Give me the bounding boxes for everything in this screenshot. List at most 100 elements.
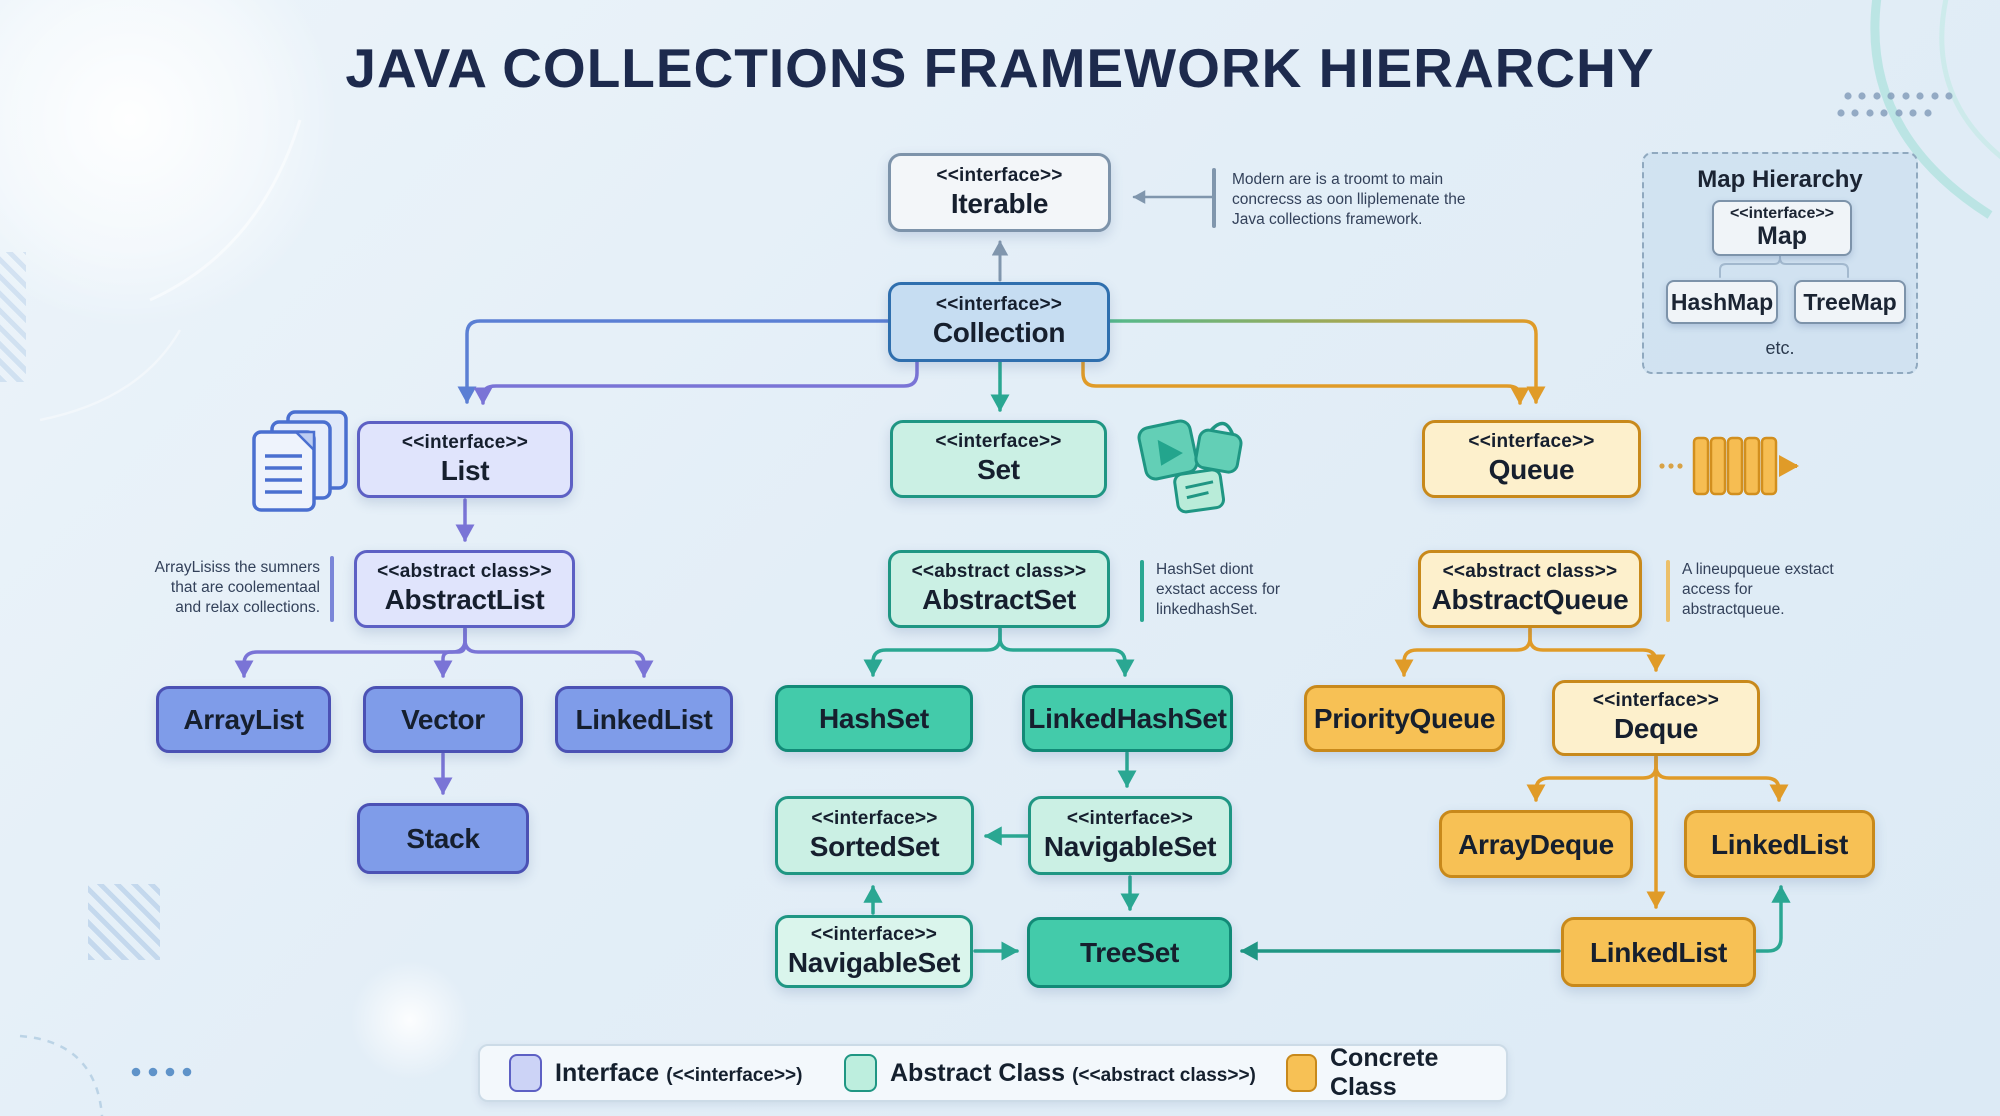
legend-item-abstract: Abstract Class(<<abstract class>>) xyxy=(844,1046,1256,1100)
documents-icon xyxy=(252,410,348,512)
node-linkedhashset: LinkedHashSet xyxy=(1022,685,1233,752)
node-queue-stereotype: <<interface>> xyxy=(1468,431,1595,453)
node-abstractset-name: AbstractSet xyxy=(922,584,1076,616)
node-deque: <<interface>> Deque xyxy=(1552,680,1760,756)
node-hashset: HashSet xyxy=(775,685,973,752)
node-abstractqueue-name: AbstractQueue xyxy=(1431,584,1629,616)
node-queue: <<interface>> Queue xyxy=(1422,420,1641,498)
circuit-line xyxy=(149,119,302,302)
connector-linkedlistb-linkedlistr xyxy=(1755,885,1791,953)
node-linkedlist-bottom: LinkedList xyxy=(1561,917,1756,987)
node-map-stereotype: <<interface>> xyxy=(1729,205,1835,223)
list-note: ArrayLisiss the sumners that are cooleme… xyxy=(154,559,320,616)
node-sortedset-name: SortedSet xyxy=(809,830,940,862)
node-list-stereotype: <<interface>> xyxy=(401,431,529,453)
node-linkedlist-right-name: LinkedList xyxy=(1710,828,1848,860)
node-set-stereotype: <<interface>> xyxy=(935,431,1062,453)
node-linkedlist-right: LinkedList xyxy=(1684,810,1875,878)
node-iterable-name: Iterable xyxy=(950,187,1049,219)
node-vector: Vector xyxy=(363,686,523,753)
node-iterable: <<interface>> Iterable xyxy=(888,153,1111,232)
node-deque-stereotype: <<interface>> xyxy=(1592,690,1720,712)
node-abstractqueue: <<abstract class>> AbstractQueue xyxy=(1418,550,1642,628)
set-note: HashSet diont exstact access for linkedh… xyxy=(1156,561,1281,618)
dashed-arc xyxy=(19,1034,104,1116)
legend-swatch-interface xyxy=(509,1054,542,1092)
node-linkedlist-bottom-name: LinkedList xyxy=(1589,936,1727,968)
node-treemap: TreeMap xyxy=(1794,280,1906,324)
connector-collection-to-list-inner xyxy=(473,360,919,405)
connector-abstractlist-arraylist xyxy=(234,627,467,678)
hatch-decoration xyxy=(88,884,160,960)
node-collection-stereotype: <<interface>> xyxy=(935,294,1063,316)
node-navigableset-right-name: NavigableSet xyxy=(1043,830,1217,862)
corner-curve xyxy=(1870,0,1993,219)
node-deque-name: Deque xyxy=(1613,713,1699,745)
node-navigableset-bottom: <<interface>> NavigableSet xyxy=(775,915,973,988)
node-sortedset-stereotype: <<interface>> xyxy=(811,807,938,829)
connector-abstractlist-vector xyxy=(433,627,467,678)
node-stack: Stack xyxy=(357,803,529,874)
node-linkedlist-list: LinkedList xyxy=(555,686,733,753)
iterable-note: Modern are is a troomt to main concrecss… xyxy=(1232,171,1466,228)
node-hashmap: HashMap xyxy=(1666,280,1778,324)
map-hierarchy-panel: Map Hierarchy <<interface>> Map HashMap … xyxy=(1642,152,1918,374)
legend-suffix-abstract: (<<abstract class>>) xyxy=(1072,1064,1256,1086)
node-treeset: TreeSet xyxy=(1027,917,1232,988)
list-note-bar xyxy=(330,556,334,622)
connector-deque-arraydeque xyxy=(1526,755,1658,802)
node-navigableset-bottom-name: NavigableSet xyxy=(787,946,961,978)
node-set-name: Set xyxy=(977,454,1020,486)
legend-swatch-abstract xyxy=(844,1054,877,1092)
legend-item-concrete: Concrete Class xyxy=(1286,1044,1506,1101)
connector-collection-to-queue-inner xyxy=(1081,360,1530,405)
queue-note: A lineupqueue exstact access for abstrac… xyxy=(1682,561,1834,618)
connector-abstractqueue-priorityqueue xyxy=(1394,627,1532,677)
node-map: <<interface>> Map xyxy=(1712,200,1852,256)
node-iterable-stereotype: <<interface>> xyxy=(936,164,1063,186)
legend-item-interface: Interface (<<interface>>) xyxy=(509,1046,802,1100)
node-linkedhashset-name: LinkedHashSet xyxy=(1028,703,1227,735)
connector-collection-to-list-outer xyxy=(457,319,890,404)
legend-label-concrete: Concrete Class xyxy=(1330,1044,1439,1101)
node-priorityqueue-name: PriorityQueue xyxy=(1313,703,1496,735)
dot-row-bottom-left xyxy=(131,1067,192,1077)
corner-curve-thin xyxy=(1939,0,2000,160)
queue-note-bar xyxy=(1666,560,1670,622)
node-linkedlist-list-name: LinkedList xyxy=(575,704,713,736)
node-list-name: List xyxy=(440,454,490,486)
node-queue-name: Queue xyxy=(1488,454,1575,486)
node-arraylist-name: ArrayList xyxy=(183,704,304,736)
node-abstractlist: <<abstract class>> AbstractList xyxy=(354,550,575,628)
node-treeset-name: TreeSet xyxy=(1079,937,1180,969)
node-abstractlist-stereotype: <<abstract class>> xyxy=(377,561,552,583)
legend-label-interface: Interface xyxy=(555,1058,660,1087)
connector-abstractlist-linkedlist xyxy=(463,627,654,678)
node-set: <<interface>> Set xyxy=(890,420,1107,498)
node-sortedset: <<interface>> SortedSet xyxy=(775,796,974,875)
node-collection-name: Collection xyxy=(932,317,1066,349)
node-arraylist: ArrayList xyxy=(156,686,331,753)
legend-suffix-interface: (<<interface>>) xyxy=(666,1064,803,1086)
legend-swatch-concrete xyxy=(1286,1054,1317,1092)
set-objects-icon xyxy=(1137,419,1243,514)
node-vector-name: Vector xyxy=(401,704,485,736)
hatch-decoration-left xyxy=(0,252,26,382)
node-abstractset: <<abstract class>> AbstractSet xyxy=(888,550,1110,628)
node-stack-name: Stack xyxy=(406,823,480,855)
node-hashset-name: HashSet xyxy=(819,703,929,735)
map-etc-label: etc. xyxy=(1765,338,1795,358)
connector-abstractqueue-deque xyxy=(1528,627,1666,672)
connector-collection-to-queue-outer xyxy=(1108,319,1546,404)
iterable-note-bar xyxy=(1212,168,1216,228)
page-title: JAVA COLLECTIONS FRAMEWORK HIERARCHY xyxy=(345,37,1655,99)
connector-abstractset-linkedhashset xyxy=(998,627,1135,677)
node-arraydeque-name: ArrayDeque xyxy=(1458,828,1614,860)
circuit-line-2 xyxy=(39,329,182,422)
node-priorityqueue: PriorityQueue xyxy=(1304,685,1505,752)
connector-abstractset-hashset xyxy=(863,627,1002,677)
node-abstractlist-name: AbstractList xyxy=(384,584,545,616)
dot-grid-top-right xyxy=(1837,92,1953,117)
